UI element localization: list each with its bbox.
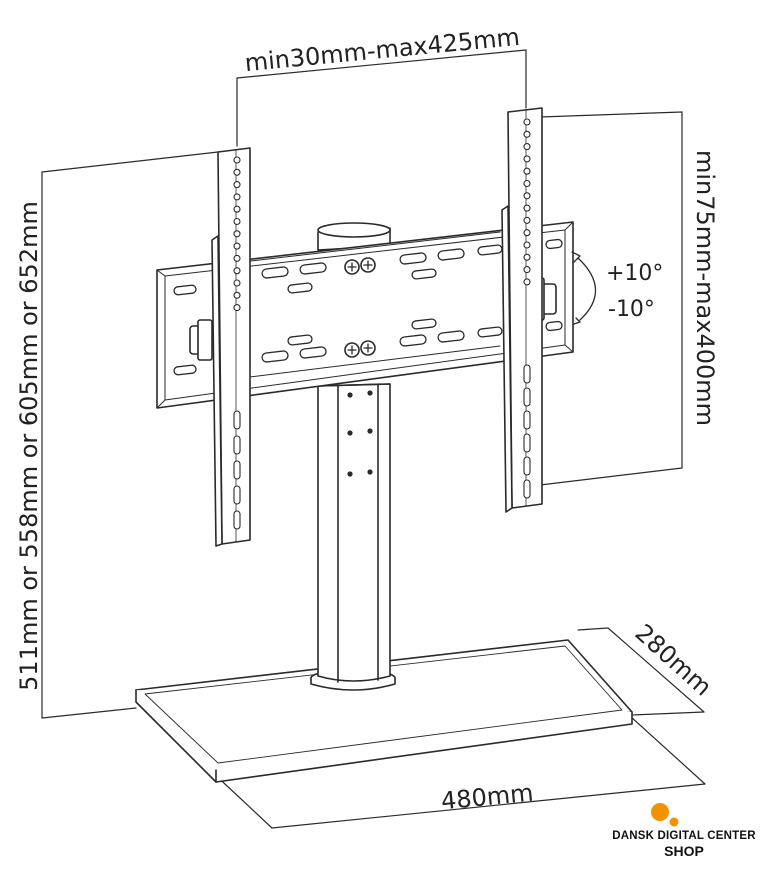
base-width-label: 480mm (440, 779, 535, 816)
brand-dot-icon (651, 803, 679, 827)
arm-hole (523, 179, 531, 188)
arm-slot (523, 364, 531, 384)
tilt-up-label: +10° (606, 261, 663, 286)
arm-holes (233, 118, 531, 530)
arm-hole (233, 193, 241, 201)
arm-slot (233, 485, 241, 505)
tilt-knob-left (189, 319, 213, 361)
column-holes (347, 390, 373, 477)
arm-hole (233, 267, 241, 275)
vesa-width-label: min30mm-max425mm (243, 23, 520, 77)
base-plate (135, 639, 633, 783)
arm-hole (523, 241, 531, 249)
arm-hole (233, 230, 241, 238)
arm-hole (233, 304, 241, 312)
arm-hole (233, 156, 241, 164)
arm-hole (523, 118, 531, 126)
arm-hole (523, 155, 531, 163)
stand-height-label: 511mm or 558mm or 605mm or 652mm (15, 201, 43, 691)
arm-hole (233, 291, 241, 299)
brand-name: DANSK DIGITAL CENTER (612, 830, 756, 842)
arm-slot (523, 410, 531, 430)
arm-hole (233, 181, 241, 189)
arm-hole (523, 216, 531, 224)
arm-slot (523, 479, 531, 499)
brand-sub: SHOP (664, 843, 704, 859)
vertical-arm-right (501, 107, 543, 513)
mounting-plate (156, 221, 574, 409)
arm-slot (233, 410, 241, 430)
arm-slot (233, 460, 241, 480)
arm-hole (233, 242, 241, 250)
arm-hole (233, 254, 241, 262)
arm-slot (233, 435, 241, 455)
arm-slot (233, 510, 241, 530)
column (310, 383, 396, 691)
arm-hole (523, 278, 531, 286)
arm-hole (523, 143, 531, 151)
dimension-lines (41, 49, 706, 829)
base-depth-label: 280mm (630, 619, 718, 702)
tilt-down-label: -10° (608, 297, 655, 322)
arm-slot (523, 387, 531, 407)
arm-hole (523, 204, 531, 212)
arm-hole (523, 192, 531, 200)
vesa-height-label: min75mm-max400mm (691, 150, 719, 426)
arm-hole (523, 253, 531, 261)
arm-hole (523, 229, 531, 237)
arm-hole (523, 167, 531, 175)
arm-slot (523, 433, 531, 453)
arm-hole (233, 279, 241, 287)
brand-logo: DANSK DIGITAL CENTER SHOP (604, 802, 764, 862)
arm-hole (233, 205, 241, 213)
arm-hole (523, 130, 531, 138)
arm-slot (523, 456, 531, 476)
vertical-arm-left (211, 147, 251, 547)
tilt-arrows (571, 251, 597, 325)
arm-hole (233, 217, 241, 226)
arm-hole (523, 266, 531, 274)
plate-screws (344, 257, 376, 358)
arm-hole (233, 168, 241, 176)
